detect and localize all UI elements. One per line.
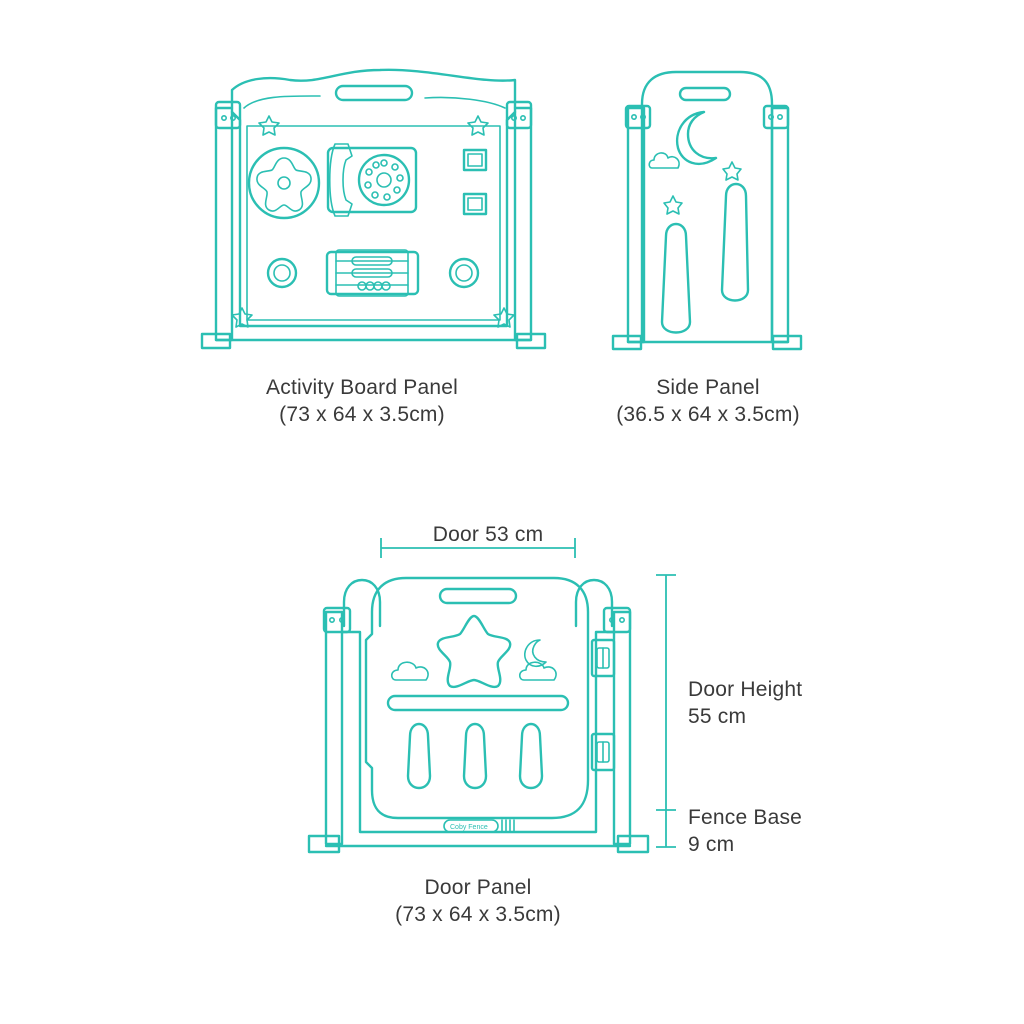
square-button-icon (462, 148, 488, 172)
round-button-icon (266, 257, 298, 289)
door-slot (462, 722, 488, 790)
door-horizontal-bar (386, 694, 570, 712)
door-latch-icon (590, 638, 616, 678)
door-panel-size: (73 x 64 x 3.5cm) (395, 903, 561, 926)
door-panel-caption: Door Panel (73 x 64 x 3.5cm) (395, 874, 561, 928)
side-star-icon (722, 161, 742, 181)
fence-base-value: 9 cm (688, 833, 735, 856)
door-frame (340, 630, 616, 834)
telephone-icon (326, 143, 418, 217)
door-moon-icon (524, 639, 547, 668)
side-left-foot (611, 334, 643, 351)
door-left-post (324, 610, 344, 846)
side-panel-name: Side Panel (656, 376, 760, 399)
activity-right-foot (515, 332, 547, 350)
activity-panel-size: (73 x 64 x 3.5cm) (279, 403, 445, 426)
side-left-connector (624, 104, 652, 130)
side-handle-slot (678, 86, 732, 102)
side-slot-left (660, 222, 692, 334)
door-left-connector (322, 606, 352, 634)
side-right-connector (762, 104, 790, 130)
side-right-post (770, 106, 790, 344)
door-width-label: Door 53 cm (432, 523, 544, 546)
door-panel-drawing: Coby Fence (307, 538, 676, 854)
activity-board-panel-drawing (200, 68, 547, 350)
door-right-foot (616, 834, 650, 854)
activity-panel-name: Activity Board Panel (266, 376, 458, 399)
door-latch-icon (590, 732, 616, 772)
activity-top-inner-left (243, 95, 321, 109)
cloud-icon (390, 661, 429, 681)
door-leaf (364, 576, 590, 820)
side-right-foot (771, 334, 803, 351)
fence-base-label: Fence Base (688, 806, 803, 829)
activity-left-foot (200, 332, 232, 350)
activity-board-outer (230, 110, 517, 328)
side-panel-body (640, 70, 774, 344)
door-slot (518, 722, 544, 790)
activity-star-icon (258, 115, 280, 136)
moon-icon (675, 110, 718, 165)
door-handle-slot (438, 587, 518, 605)
door-star-icon (436, 614, 512, 689)
square-button-icon (462, 192, 488, 216)
door-height-caption: Door Height 55 cm (688, 676, 802, 730)
activity-star-icon (231, 307, 253, 328)
svg-text:Coby Fence: Coby Fence (450, 824, 488, 831)
side-star-icon (663, 195, 683, 215)
side-panel-caption: Side Panel (36.5 x 64 x 3.5cm) (616, 374, 800, 428)
door-height-value: 55 cm (688, 705, 747, 728)
door-left-foot (307, 834, 341, 854)
activity-top-inner-right (424, 96, 506, 109)
side-panel-drawing (611, 70, 803, 351)
door-height-label: Door Height (688, 678, 803, 701)
activity-star-icon (493, 307, 515, 328)
activity-top-rail (230, 68, 517, 110)
side-slot-right (720, 182, 750, 302)
door-slot (406, 722, 432, 790)
activity-star-icon (467, 115, 489, 136)
activity-right-post (513, 106, 533, 342)
activity-handle-slot (334, 84, 414, 102)
cloud-icon (648, 152, 680, 169)
activity-right-connector (505, 100, 533, 130)
cloud-icon (518, 661, 557, 681)
door-right-post (612, 610, 632, 846)
abacus-icon (325, 249, 420, 297)
door-right-post-top (574, 578, 614, 628)
fence-base-caption: Fence Base 9 cm (688, 804, 802, 858)
door-right-connector (602, 606, 632, 634)
activity-board-inner (246, 125, 501, 321)
door-left-post-top (342, 578, 382, 628)
activity-panel-caption: Activity Board Panel (73 x 64 x 3.5cm) (266, 374, 458, 428)
side-panel-size: (36.5 x 64 x 3.5cm) (616, 403, 800, 426)
round-button-icon (448, 257, 480, 289)
flower-spinner-icon (247, 146, 321, 220)
door-panel-name: Door Panel (424, 876, 532, 899)
activity-left-connector (214, 100, 242, 130)
activity-left-post (214, 106, 234, 342)
brand-logo: Coby Fence (443, 819, 515, 833)
